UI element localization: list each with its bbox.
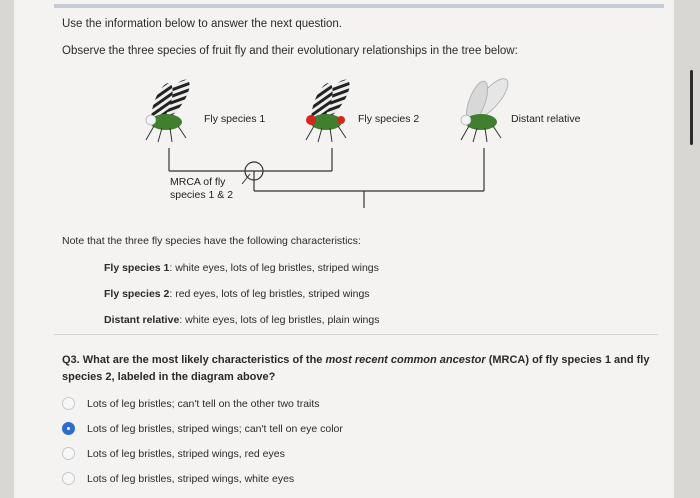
- fly-species-1-label: Fly species 1: [202, 113, 268, 125]
- answer-option-1[interactable]: Lots of leg bristles; can't tell on the …: [62, 397, 320, 410]
- tree-diagram: [145, 78, 509, 208]
- radio-button[interactable]: [62, 472, 75, 485]
- section-divider: [54, 334, 658, 335]
- page-content: Use the information below to answer the …: [14, 0, 674, 498]
- radio-button[interactable]: [62, 397, 75, 410]
- trait-distant-relative: Distant relative: white eyes, lots of le…: [104, 314, 380, 326]
- tree-branches: [168, 148, 485, 208]
- distant-relative-label: Distant relative: [509, 113, 583, 125]
- fly-distant-relative-icon: [460, 78, 509, 143]
- answer-option-3[interactable]: Lots of leg bristles, striped wings, red…: [62, 447, 285, 460]
- answer-option-4[interactable]: Lots of leg bristles, striped wings, whi…: [62, 472, 294, 485]
- fly-species-1-icon: [145, 79, 190, 143]
- mrca-label: MRCA of fly species 1 & 2: [168, 176, 236, 202]
- scrollbar-thumb[interactable]: [690, 70, 693, 145]
- question-text: Q3. What are the most likely characteris…: [62, 354, 650, 383]
- fly-species-2-label: Fly species 2: [356, 113, 422, 125]
- phylogenetic-tree: Fly species 1 Fly species 2 Distant rela…: [124, 68, 604, 218]
- intro-text: Use the information below to answer the …: [62, 18, 342, 30]
- answer-option-2[interactable]: Lots of leg bristles, striped wings; can…: [62, 422, 343, 435]
- intro-instruction: Observe the three species of fruit fly a…: [62, 45, 518, 57]
- trait-species-2: Fly species 2: red eyes, lots of leg bri…: [104, 288, 370, 300]
- trait-species-1: Fly species 1: white eyes, lots of leg b…: [104, 262, 379, 274]
- mrca-node-marker: [244, 161, 264, 181]
- radio-button-selected[interactable]: [62, 422, 75, 435]
- radio-button[interactable]: [62, 447, 75, 460]
- top-divider: [54, 4, 664, 8]
- note-text: Note that the three fly species have the…: [62, 235, 361, 247]
- fly-species-2-icon: [305, 79, 350, 143]
